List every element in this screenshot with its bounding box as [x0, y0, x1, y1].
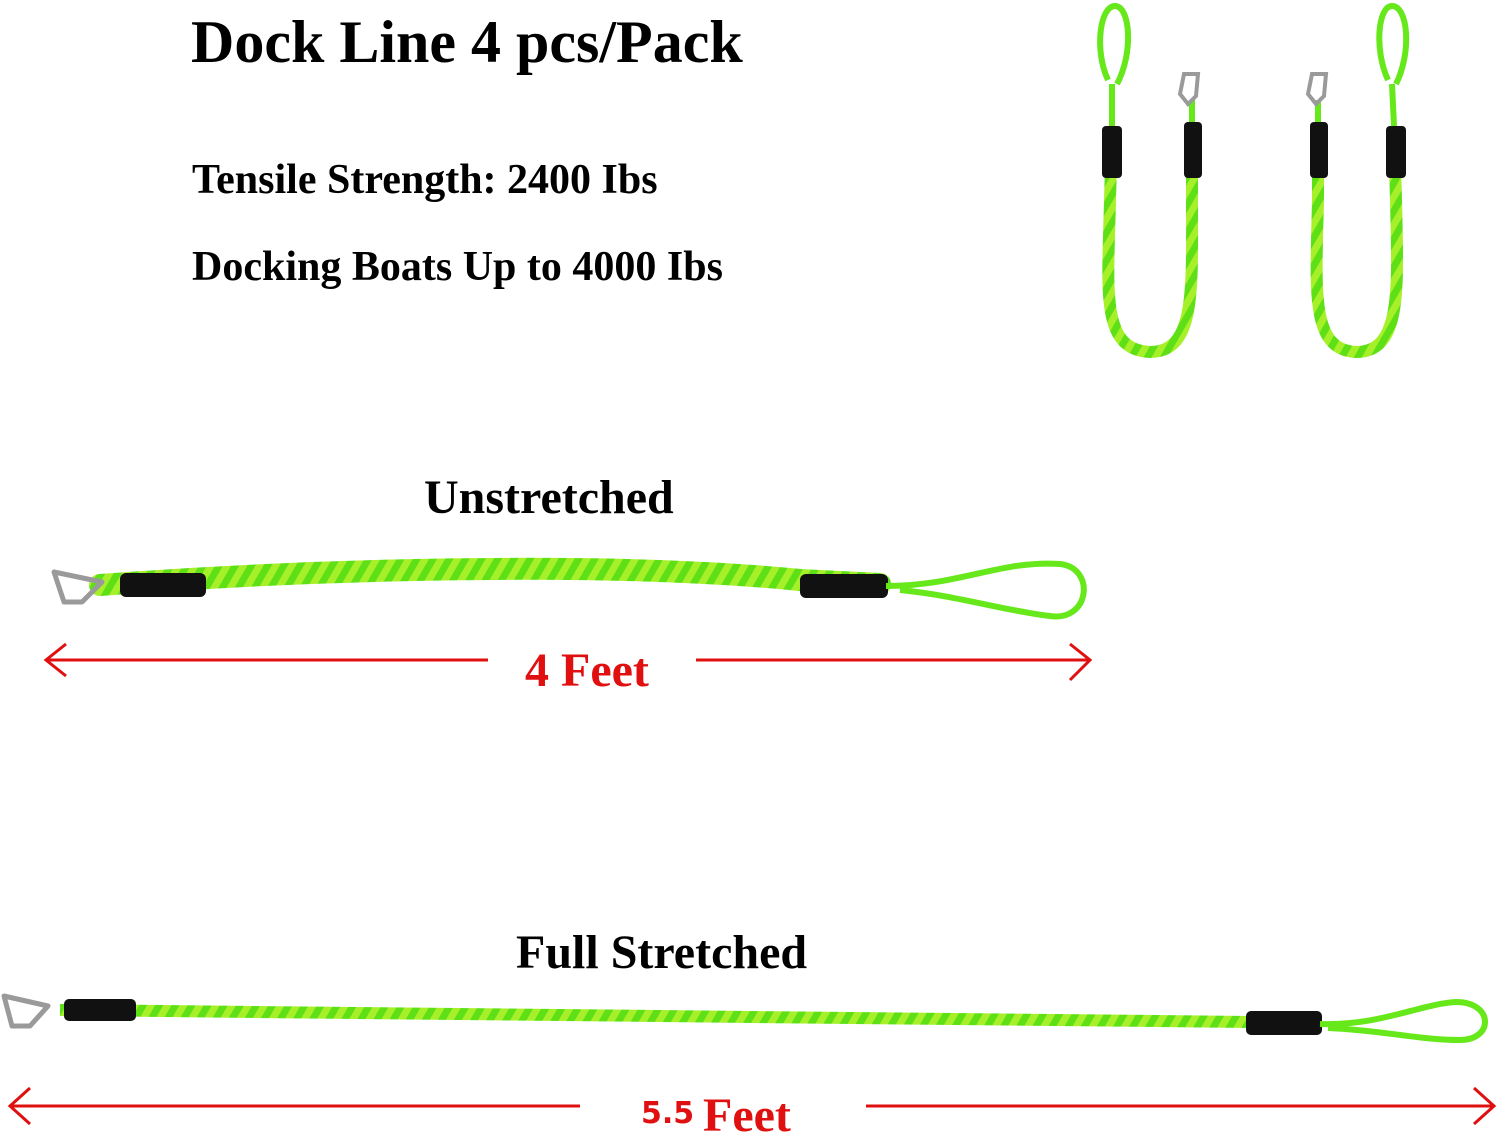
- stretched-sleeve-left: [64, 999, 136, 1021]
- pack-line-2-neck: [1389, 83, 1397, 127]
- unstretched-length: 4 Feet: [525, 643, 649, 698]
- stretched-dock-line: [1, 993, 1488, 1044]
- unstretched-dock-line: [51, 557, 1087, 620]
- pack-line-1-sleeve-a: [1102, 126, 1122, 178]
- unstretched-arrow-left-head: [43, 642, 67, 678]
- unstretched-sleeve-right: [800, 574, 888, 598]
- pack-line-1: [1097, 2, 1202, 359]
- stretched-length-value: 5.5: [641, 1096, 695, 1131]
- carabiner-icon: [1, 993, 51, 1029]
- pack-line-2: [1305, 2, 1410, 359]
- pack-line-2-sleeve-a: [1310, 122, 1328, 178]
- pack-line-2-sleeve-b: [1386, 126, 1406, 178]
- stretched-length-unit: Feet: [703, 1089, 791, 1142]
- unstretched-length-value: 4: [525, 644, 549, 697]
- rope-loop-icon: [1319, 998, 1488, 1044]
- pack-line-1-rope: [1102, 125, 1199, 359]
- stretched-sleeve-right: [1246, 1011, 1322, 1035]
- stretched-rope: [59, 1004, 1251, 1028]
- unstretched-rope: [89, 557, 891, 596]
- rope-loop-icon: [1376, 2, 1410, 86]
- carabiner-icon: [51, 569, 105, 605]
- carabiner-icon: [1305, 72, 1329, 107]
- stretched-arrow-right-head: [1472, 1086, 1497, 1126]
- spec-tensile-strength: Tensile Strength: 2400 Ibs: [192, 157, 658, 203]
- pack-line-1-sleeve-b: [1184, 122, 1202, 178]
- unstretched-label: Unstretched: [424, 471, 674, 524]
- stretched-arrow-left-head: [7, 1086, 32, 1126]
- unstretched-arrow-right-head: [1068, 642, 1093, 682]
- stretched-label: Full Stretched: [516, 926, 808, 979]
- double-arrow-icon: [7, 1086, 1497, 1126]
- carabiner-icon: [1177, 72, 1201, 107]
- rope-loop-icon: [885, 560, 1087, 620]
- pack-line-2-rope: [1310, 125, 1404, 359]
- spec-boat-capacity: Docking Boats Up to 4000 Ibs: [192, 244, 723, 290]
- unstretched-sleeve-left: [120, 573, 206, 597]
- pack-lines-photo: [1097, 2, 1410, 359]
- unstretched-length-unit: Feet: [561, 644, 649, 697]
- double-arrow-icon: [43, 642, 1093, 682]
- product-title: Dock Line 4 pcs/Pack: [191, 9, 743, 75]
- rope-loop-icon: [1097, 2, 1131, 86]
